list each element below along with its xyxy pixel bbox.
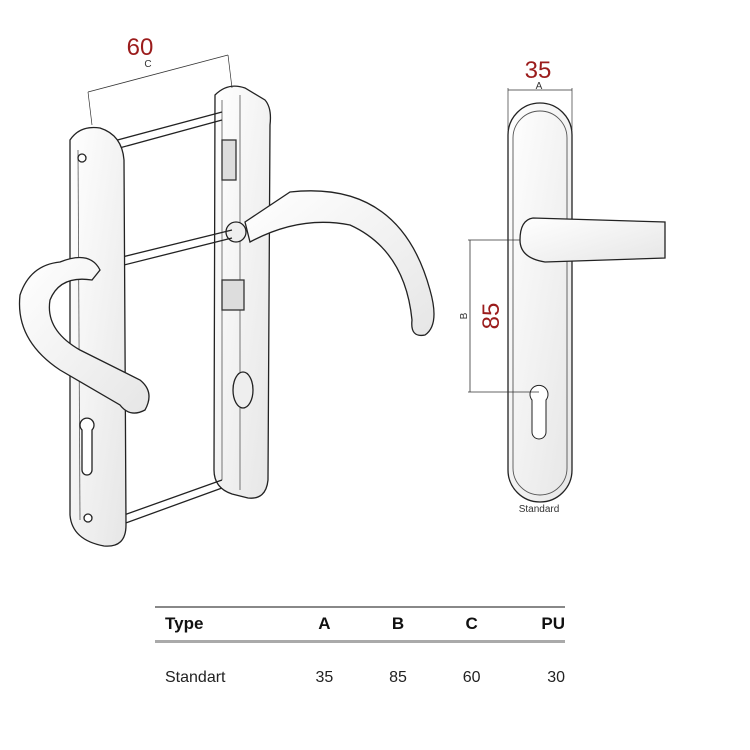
dimension-b-value: 85 — [478, 303, 505, 330]
header-b: B — [391, 614, 405, 633]
rod-middle — [117, 229, 233, 267]
cell-c: 60 — [462, 669, 481, 686]
cell-a: 35 — [315, 669, 334, 686]
keyhole-icon — [529, 384, 549, 440]
cell-b: 85 — [389, 669, 407, 686]
dimension-c-letter: C — [144, 59, 151, 70]
cell-type: Standart — [165, 669, 226, 686]
dimension-a-letter: A — [536, 81, 543, 92]
front-plate — [507, 102, 573, 503]
rod-bottom — [109, 479, 223, 529]
header-type: Type — [165, 614, 204, 633]
perspective-view — [18, 85, 435, 547]
table-header: Type A B C PU — [155, 606, 565, 643]
dimension-b: 85 B — [459, 239, 539, 393]
dimension-a-value: 35 — [525, 57, 552, 84]
header-pu: PU — [541, 614, 565, 633]
dimension-a: 35 A — [507, 57, 573, 130]
front-lever — [18, 256, 150, 414]
dimensions-table: Type A B C PU Standart 35 85 60 30 — [155, 606, 565, 713]
front-view — [507, 102, 666, 503]
table-row: Standart 35 85 60 30 — [155, 643, 565, 713]
rear-lever — [244, 190, 435, 337]
rod-top — [109, 111, 223, 151]
dimension-c-value: 60 — [127, 34, 154, 61]
lever — [519, 217, 666, 263]
cell-pu: 30 — [547, 669, 565, 686]
header-c: C — [465, 614, 478, 633]
header-a: A — [318, 614, 331, 633]
dimension-b-letter: B — [459, 312, 470, 319]
front-view-caption: Standard — [519, 504, 560, 515]
dimension-c: 60 C — [87, 34, 233, 126]
